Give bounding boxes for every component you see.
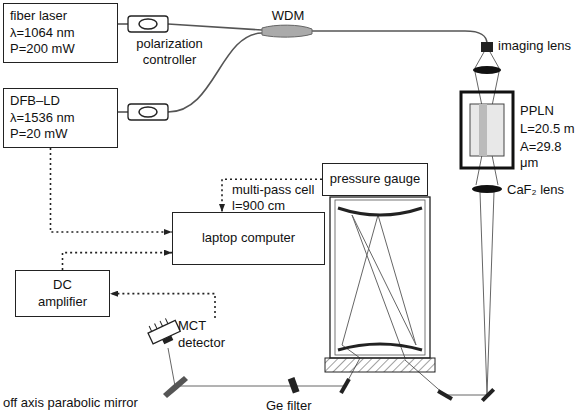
box-text: laptop computer: [179, 230, 318, 247]
equipment-box: DC amplifier: [15, 270, 110, 317]
equipment-box: fiber laser λ=1064 nm P=200 mW: [3, 3, 118, 63]
component-label: MCT detector: [178, 318, 232, 355]
parabolic-mirror-symbol: [163, 376, 188, 398]
box-text: pressure gauge: [327, 171, 423, 188]
detector-symbol: [145, 315, 182, 349]
box-text: MCT detector: [178, 318, 232, 351]
box-text: fiber laser λ=1064 nm P=200 mW: [10, 8, 98, 58]
equipment-box: DFB–LD λ=1536 nm P=20 mW: [3, 88, 118, 148]
part-label: off axis parabolic mirror: [3, 395, 173, 411]
ppln-oven: [461, 92, 513, 168]
part-label: PPLN: [520, 103, 576, 119]
equipment-box: laptop computer: [172, 212, 325, 265]
signal-connector: [110, 294, 215, 318]
box-text: DFB–LD λ=1536 nm P=20 mW: [10, 93, 98, 143]
part-label: A=29.8 μm: [520, 139, 578, 170]
part-label: Ge filter: [266, 398, 326, 413]
part-label: imaging lens: [498, 38, 576, 54]
part-label: L=20.5 m: [520, 121, 576, 137]
multipass-cell: [325, 197, 435, 372]
wdm-coupler: [262, 25, 312, 37]
polarization-controller-symbol: [128, 16, 168, 120]
signal-connector: [51, 148, 173, 232]
part-label: multi-pass cell l=900 cm: [232, 182, 324, 213]
signal-connector: [63, 253, 173, 270]
part-label: CaF₂ lens: [507, 182, 577, 198]
equipment-box: pressure gauge: [322, 163, 428, 196]
box-text: DC amplifier: [31, 277, 94, 310]
part-label: WDM: [268, 8, 308, 24]
ge-filter-symbol: [288, 377, 300, 393]
ppln-crystal: [470, 104, 504, 156]
part-label: polarization controller: [122, 36, 217, 67]
